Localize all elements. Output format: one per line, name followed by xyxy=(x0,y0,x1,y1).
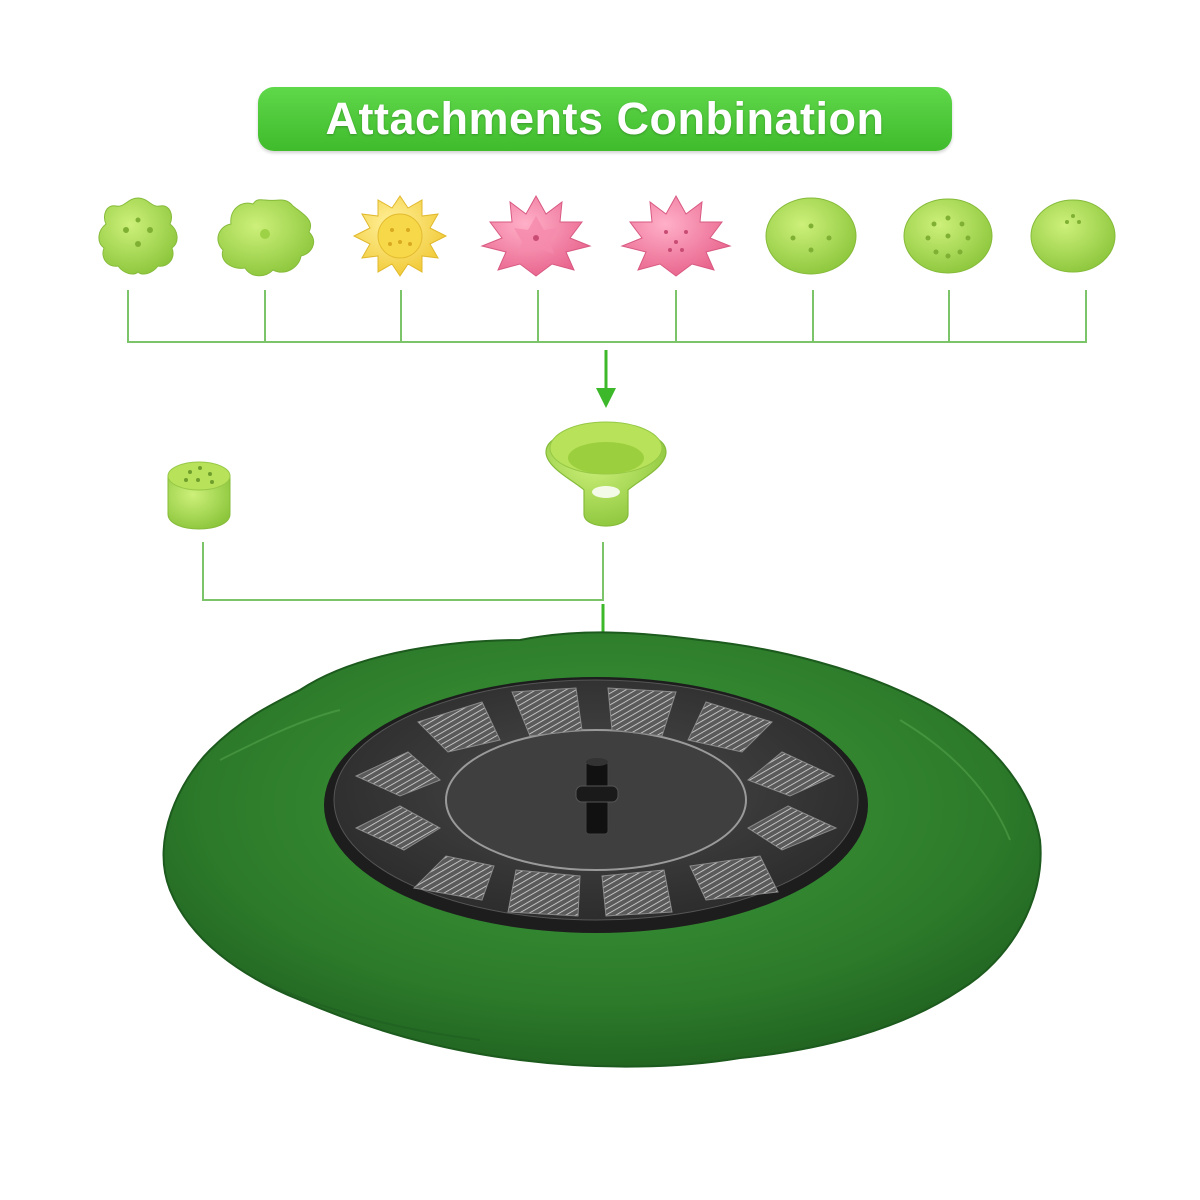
attachment-1-icon xyxy=(98,197,178,275)
attachment-7-icon xyxy=(903,198,993,274)
attachment-2-icon xyxy=(217,199,314,277)
adapter-connector xyxy=(202,542,604,601)
attachment-5-icon xyxy=(620,194,732,277)
solar-cells xyxy=(354,687,838,917)
attachment-4-icon xyxy=(480,194,592,277)
attachment-6-icon xyxy=(765,197,857,275)
attachment-connector xyxy=(127,290,1087,343)
page-title: Attachments Conbination xyxy=(325,93,885,144)
attachment-8-icon xyxy=(1030,199,1116,273)
down-arrow-icon xyxy=(596,350,616,408)
nozzle-cap-icon xyxy=(167,461,231,530)
attachment-3-icon xyxy=(352,195,448,277)
solar-fountain-icon xyxy=(324,677,868,933)
funnel-adapter-icon xyxy=(545,421,667,527)
title-banner: Attachments Conbination xyxy=(258,87,952,151)
